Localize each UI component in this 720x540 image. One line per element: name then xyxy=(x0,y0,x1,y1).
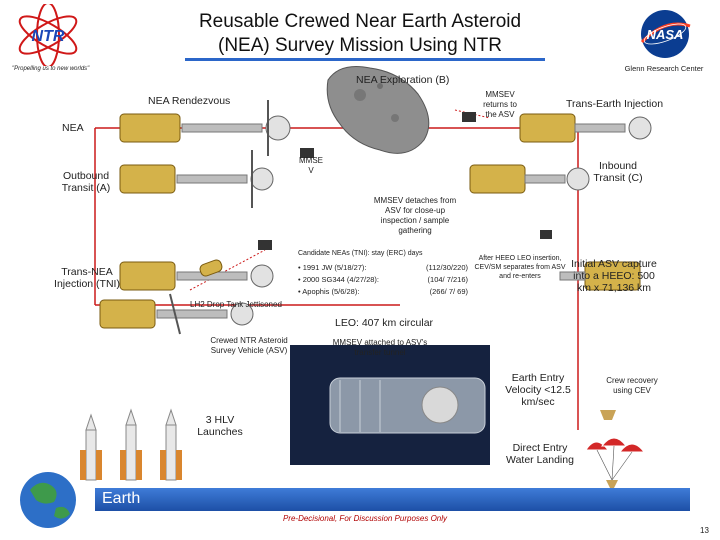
title-underline xyxy=(185,58,545,61)
asv-inbound-icon xyxy=(469,164,590,194)
nasa-logo: NASA xyxy=(640,10,691,58)
mmsev-icon-2 xyxy=(462,112,476,122)
label-crew-recovery: Crew recovery using CEV xyxy=(606,376,658,395)
earth-globe-icon xyxy=(20,472,76,528)
label-trans-nea-injection: Trans-NEA Injection (TNI) xyxy=(54,266,120,290)
page-number: 13 xyxy=(700,526,709,535)
hlv-rockets-icon xyxy=(80,408,182,481)
label-leo: LEO: 407 km circular xyxy=(335,317,434,329)
label-earth-entry-velocity: Earth Entry Velocity <12.5 km/sec xyxy=(505,372,571,408)
label-asv: Crewed NTR Asteroid Survey Vehicle (ASV) xyxy=(210,336,288,355)
label-mmsev-returns: MMSEV returns to the ASV xyxy=(483,90,517,119)
label-trans-earth-injection: Trans-Earth Injection xyxy=(566,98,664,110)
asv-outbound-icon xyxy=(119,150,274,208)
candidate-neas-header: Candidate NEAs (TNI): stay (ERC) days xyxy=(298,250,423,257)
ntr-logo-text: NTR xyxy=(32,28,65,45)
label-mmsev: MMSE V xyxy=(299,156,323,175)
glenn-research-center-label: Glenn Research Center xyxy=(624,64,704,73)
mmsev-icon-1 xyxy=(300,148,314,158)
label-nea: NEA xyxy=(62,122,84,134)
ntr-logo: NTR xyxy=(18,4,78,66)
title-line-1: Reusable Crewed Near Earth Asteroid xyxy=(198,11,522,32)
cev-icon xyxy=(540,230,552,239)
parachutes-icon xyxy=(585,437,646,488)
label-outbound-transit: Outbound Transit (A) xyxy=(61,170,111,194)
candidate-neas-list: • 1991 JW (5/18/27):(112/30/220) • 2000 … xyxy=(298,262,468,298)
mmsev-icon-3 xyxy=(258,240,272,250)
label-nea-rendezvous: NEA Rendezvous xyxy=(148,95,231,107)
label-nea-exploration: NEA Exploration (B) xyxy=(356,74,450,86)
candidate-row: • Apophis (5/6/28):(266/ 7/ 69) xyxy=(298,287,468,296)
asv-trans-earth-icon xyxy=(519,113,652,143)
nasa-logo-text: NASA xyxy=(647,27,684,42)
earth-label: Earth xyxy=(102,490,141,507)
asv-tni-icon xyxy=(119,261,274,291)
label-direct-entry: Direct Entry Water Landing xyxy=(506,442,574,466)
label-after-heeo: After HEEO LEO insertion, CEV/SM separat… xyxy=(474,255,566,280)
candidate-row: • 2000 SG344 (4/27/28):(104/ 7/216) xyxy=(298,275,468,284)
label-inbound-transit: Inbound Transit (C) xyxy=(593,160,643,184)
page-title: Reusable Crewed Near Earth Asteroid (NEA… xyxy=(120,10,600,58)
candidate-row: • 1991 JW (5/18/27):(112/30/220) xyxy=(298,263,468,272)
asv-leo-icon xyxy=(99,293,254,335)
title-line-2: (NEA) Survey Mission Using NTR xyxy=(218,35,502,56)
asv-heeo-icon xyxy=(559,261,641,291)
ntr-tagline: "Propelling us to new worlds" xyxy=(12,66,90,72)
label-hlv-launches: 3 HLV Launches xyxy=(197,414,243,438)
lh2-drop-tank-icon xyxy=(199,259,223,277)
mmsev-attached-image xyxy=(290,345,490,465)
label-initial-asv-capture: Initial ASV capture into a HEEO: 500 km … xyxy=(571,258,657,294)
label-mmsev-detaches: MMSEV detaches from ASV for close-up ins… xyxy=(373,196,457,235)
asv-rendezvous-icon xyxy=(119,100,291,156)
footer-disclaimer: Pre-Decisional, For Discussion Purposes … xyxy=(282,514,448,523)
asteroid-image xyxy=(326,66,430,154)
earth-bar xyxy=(95,488,690,511)
label-mmsev-attached: MMSEV attached to ASV's transfer tunnel xyxy=(332,338,428,357)
cev-capsule-icon xyxy=(600,410,616,420)
label-lh2-drop-tank: LH2 Drop Tank Jettisoned xyxy=(190,300,282,309)
